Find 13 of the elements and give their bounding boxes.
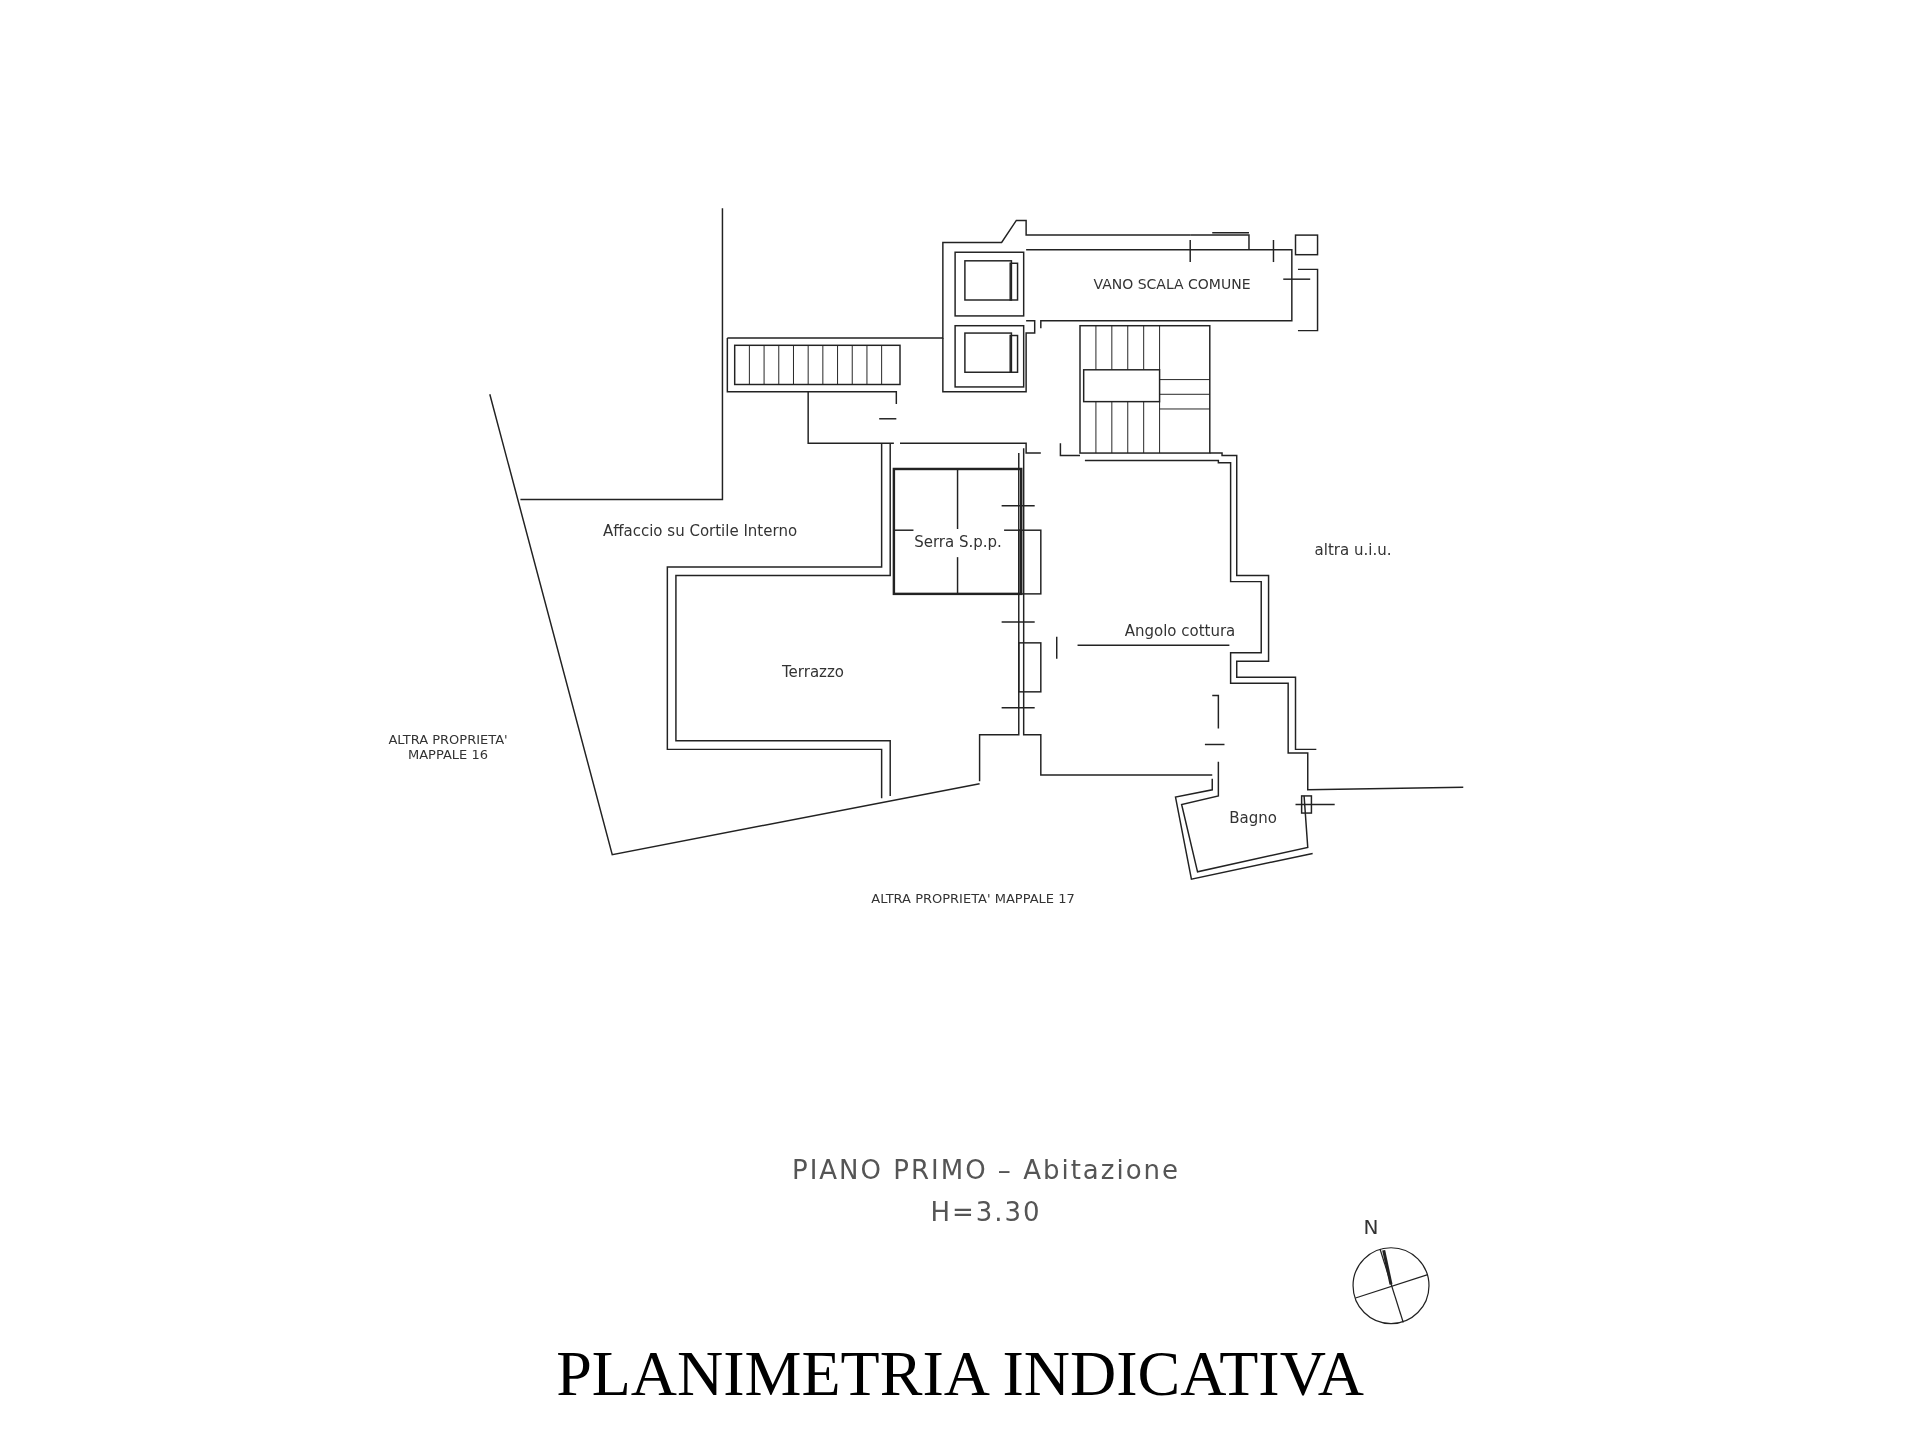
drawing-title: PLANIMETRIA INDICATIVA xyxy=(556,1337,1364,1411)
room-label: Angolo cottura xyxy=(1124,622,1236,640)
plan-caption: PIANO PRIMO – Abitazione xyxy=(792,1155,1180,1185)
room-label: Serra S.p.p. xyxy=(914,533,1002,551)
room-label: VANO SCALA COMUNE xyxy=(1093,276,1251,292)
room-label: Bagno xyxy=(1229,809,1277,827)
north-label: N xyxy=(1363,1215,1379,1239)
area-label: altra u.i.u. xyxy=(1314,541,1392,559)
area-label: Affaccio su Cortile Interno xyxy=(602,522,798,540)
area-label: ALTRA PROPRIETA' MAPPALE 16 xyxy=(387,732,509,762)
room-label: Terrazzo xyxy=(782,663,844,681)
height-note: H=3.30 xyxy=(930,1197,1042,1227)
area-label: ALTRA PROPRIETA' MAPPALE 17 xyxy=(871,890,1075,906)
